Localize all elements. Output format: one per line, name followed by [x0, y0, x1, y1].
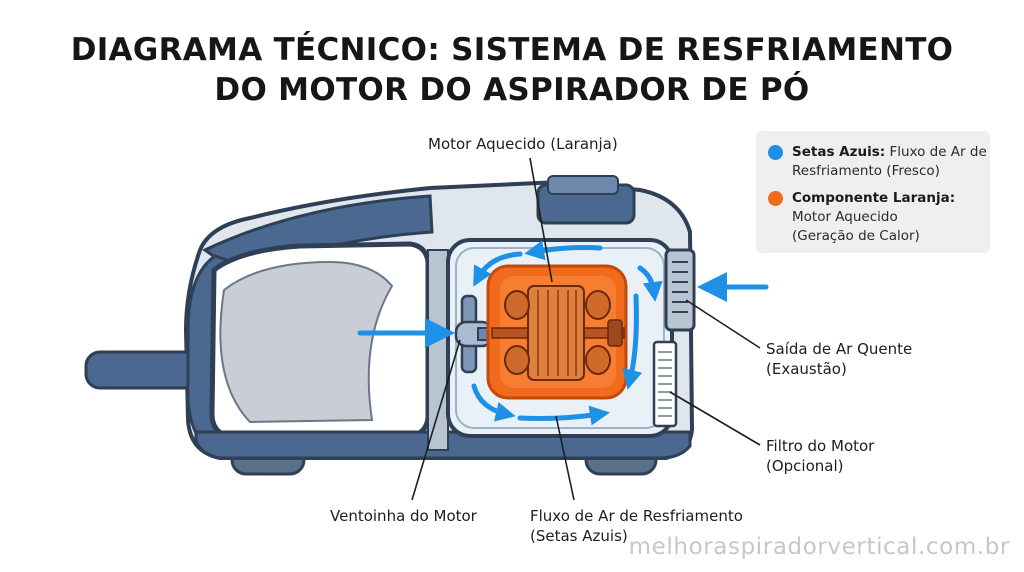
legend-blue-label: Setas Azuis:: [792, 144, 886, 160]
legend-orange-text-1: Motor Aquecido: [792, 209, 898, 225]
legend-box: Setas Azuis: Fluxo de Ar de Resfriamento…: [756, 131, 990, 253]
label-motor-fan: Ventoinha do Motor: [330, 507, 477, 525]
label-hot-air-exhaust: Saída de Ar Quente (Exaustão): [766, 339, 912, 379]
legend-orange-text-2: (Geração de Calor): [792, 228, 920, 244]
label-hot-air-exhaust-line-2: (Exaustão): [766, 360, 847, 378]
heated-motor: [486, 264, 628, 400]
label-cooling-airflow: Fluxo de Ar de Resfriamento (Setas Azuis…: [530, 506, 743, 546]
orange-dot-icon: [768, 191, 783, 206]
label-cooling-airflow-line-2: (Setas Azuis): [530, 527, 628, 545]
leader-lines: [411, 157, 761, 501]
title-line-2: DO MOTOR DO ASPIRADOR DE PÓ: [214, 72, 810, 108]
motor-filter: [652, 340, 678, 428]
diagram-title: DIAGRAMA TÉCNICO: SISTEMA DE RESFRIAMENT…: [0, 30, 1024, 110]
legend-orange-label: Componente Laranja:: [792, 190, 956, 206]
label-heated-motor: Motor Aquecido (Laranja): [428, 135, 618, 153]
legend-blue-text-1: Fluxo de Ar de: [885, 144, 987, 160]
label-hot-air-exhaust-line-1: Saída de Ar Quente: [766, 340, 913, 358]
label-motor-filter: Filtro do Motor (Opcional): [766, 436, 874, 476]
blue-dot-icon: [768, 145, 783, 160]
title-line-1: DIAGRAMA TÉCNICO: SISTEMA DE RESFRIAMENT…: [70, 32, 954, 68]
label-cooling-airflow-line-1: Fluxo de Ar de Resfriamento: [530, 507, 743, 525]
watermark: melhoraspiradorvertical.com.br: [628, 534, 1010, 560]
exhaust-grille: [664, 248, 696, 332]
label-motor-filter-line-2: (Opcional): [766, 457, 844, 475]
legend-blue-text-2: Resfriamento (Fresco): [792, 163, 940, 179]
label-motor-filter-line-1: Filtro do Motor: [766, 437, 875, 455]
cooling-airflow-arrows: [357, 240, 769, 426]
